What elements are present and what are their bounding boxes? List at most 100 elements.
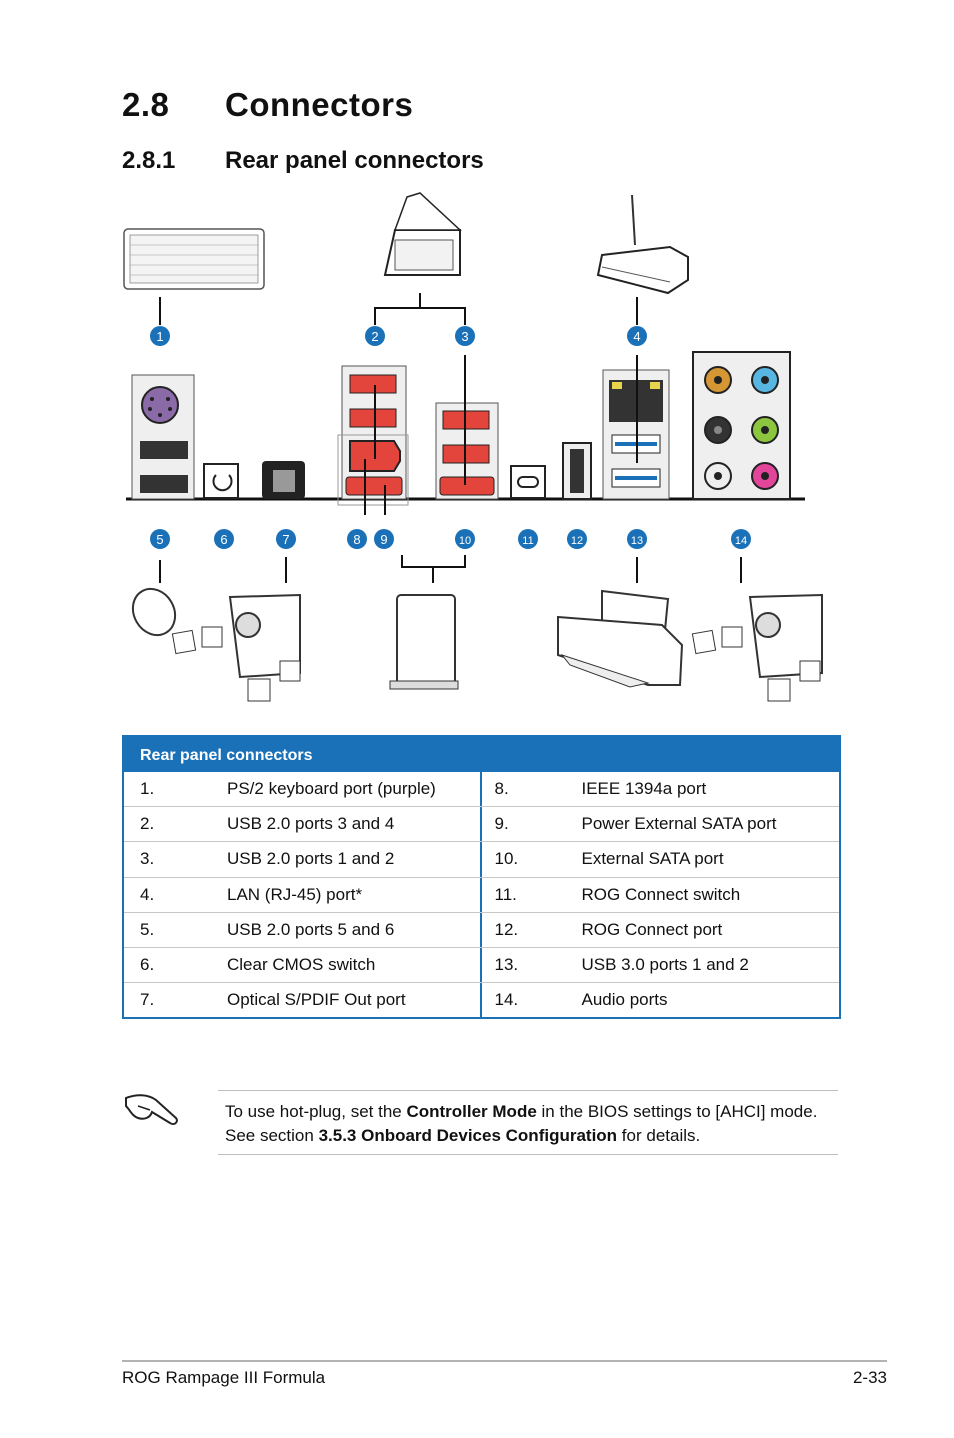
table-row: 6. Clear CMOS switch 13. USB 3.0 ports 1 an… xyxy=(124,946,840,983)
table-cell-left: 6. Clear CMOS switch xyxy=(124,947,482,983)
item-label: USB 3.0 ports 1 and 2 xyxy=(581,954,749,974)
callout-10: 10 xyxy=(459,535,471,547)
keyboard-illustration xyxy=(123,228,265,290)
table-cell-right: 9. Power External SATA port xyxy=(482,807,840,841)
usb-esata-block-2 xyxy=(435,355,499,500)
table-row: 5.USB 2.0 ports 5 and 6 12. ROG Connect po… xyxy=(124,911,840,947)
callout-12: 12 xyxy=(571,535,583,547)
note-line-1: To use hot-plug, set the Controller Mode… xyxy=(225,1102,818,1121)
printer-illustration xyxy=(557,589,684,688)
hot-plug-note: To use hot-plug, set the Controller Mode… xyxy=(225,1100,845,1148)
item-label: Optical S/PDIF Out port xyxy=(227,990,406,1010)
subsection-heading: 2.8.1 Rear panel connectors xyxy=(122,147,484,175)
table-cell-left: 5.USB 2.0 ports 5 and 6 xyxy=(124,912,482,947)
callout-4: 4 xyxy=(633,329,640,344)
callout-5: 5 xyxy=(156,532,163,547)
item-number: 10. xyxy=(494,849,519,869)
item-number: 2. xyxy=(140,814,155,834)
item-label: External SATA port xyxy=(581,849,724,869)
router-illustration xyxy=(596,194,689,295)
table-cell-right: 8. IEEE 1394a port xyxy=(482,772,840,806)
external-drive-illustration xyxy=(383,192,462,276)
pointing-hand-icon xyxy=(125,1094,178,1126)
table-cell-left: 7. Optical S/PDIF Out port xyxy=(124,983,482,1018)
item-label: PS/2 keyboard port (purple) xyxy=(227,779,436,798)
rog-connect-port xyxy=(562,442,592,500)
note-bold-controller-mode: Controller Mode xyxy=(406,1102,537,1121)
rog-connect-switch xyxy=(510,465,546,499)
item-label: Clear CMOS switch xyxy=(227,954,376,974)
callout-14: 14 xyxy=(735,535,747,547)
callout-13: 13 xyxy=(631,535,643,547)
callout-9: 9 xyxy=(380,532,387,547)
callout-8: 8 xyxy=(353,532,360,547)
callout-11: 11 xyxy=(522,535,533,547)
table-cell-right: 11. ROG Connect switch xyxy=(482,878,840,912)
callout-6: 6 xyxy=(220,532,227,547)
item-number: 1. xyxy=(140,779,155,798)
item-number: 6. xyxy=(140,954,155,974)
table-cell-right: 13. USB 3.0 ports 1 and 2 xyxy=(482,948,840,982)
audio-ports-block xyxy=(692,351,791,500)
item-number: 12. xyxy=(494,919,519,939)
item-label: USB 2.0 ports 5 and 6 xyxy=(227,919,395,939)
lan-usb3-block xyxy=(602,355,670,500)
note-top-rule xyxy=(218,1090,838,1091)
note-bottom-rule xyxy=(218,1154,838,1155)
item-label: IEEE 1394a port xyxy=(581,779,707,798)
rear-panel-table: Rear panel connectors 1. PS/2 keyboard po… xyxy=(122,735,841,1020)
callout-7: 7 xyxy=(282,532,289,547)
subsection-number: 2.8.1 xyxy=(122,147,176,174)
item-label: Audio ports xyxy=(581,990,668,1010)
usb-esata-1394-block xyxy=(337,365,409,515)
table-row: 1. PS/2 keyboard port (purple) 8. IEEE 1394… xyxy=(124,772,840,807)
callout-2: 2 xyxy=(371,329,378,344)
item-label: ROG Connect port xyxy=(581,919,723,939)
item-number: 7. xyxy=(140,990,155,1010)
item-label: ROG Connect switch xyxy=(581,884,741,904)
speakers-illustration-left xyxy=(171,593,301,702)
item-label: Power External SATA port xyxy=(581,814,777,834)
section-heading: 2.8 Connectors xyxy=(122,86,413,124)
item-label: USB 2.0 ports 1 and 2 xyxy=(227,849,395,869)
footer-page-number: 2-33 xyxy=(852,1368,887,1387)
ps2-usb-block xyxy=(131,374,195,500)
note-line-2: See section 3.5.3 Onboard Devices Config… xyxy=(225,1126,701,1145)
mouse-illustration xyxy=(131,587,177,637)
table-row: 3. USB 2.0 ports 1 and 2 10. External SATA … xyxy=(124,841,840,877)
item-number: 4. xyxy=(140,884,155,904)
item-number: 14. xyxy=(494,990,519,1010)
table-cell-right: 10. External SATA port xyxy=(482,842,840,876)
table-row: 4. LAN (RJ-45) port* 11. ROG Connect switch xyxy=(124,876,840,912)
note-bold-section-ref: 3.5.3 Onboard Devices Configuration xyxy=(318,1126,618,1145)
subsection-title: Rear panel connectors xyxy=(225,147,484,174)
item-number: 9. xyxy=(494,814,509,834)
callouts-bottom: 5 6 7 8 9 10 11 12 13 14 xyxy=(150,529,751,549)
table-cell-right: 14. Audio ports xyxy=(482,983,840,1017)
table-row: 2. USB 2.0 ports 3 and 4 9. Power External … xyxy=(124,806,840,842)
table-cell-left: 2. USB 2.0 ports 3 and 4 xyxy=(124,807,482,842)
section-number: 2.8 xyxy=(122,86,170,123)
footer-product-name: ROG Rampage III Formula xyxy=(122,1368,326,1387)
table-cell-right: 12. ROG Connect port xyxy=(482,913,840,947)
speakers-illustration-right xyxy=(691,593,823,702)
item-label: LAN (RJ-45) port* xyxy=(227,884,363,904)
table-title: Rear panel connectors xyxy=(124,737,839,772)
callouts-top: 1 2 3 4 xyxy=(150,326,647,346)
table-cell-left: 4. LAN (RJ-45) port* xyxy=(124,877,482,912)
spdif-port xyxy=(262,461,305,499)
item-number: 8. xyxy=(494,779,509,798)
item-label: USB 2.0 ports 3 and 4 xyxy=(227,814,395,834)
item-number: 11. xyxy=(494,884,517,904)
table-cell-left: 3. USB 2.0 ports 1 and 2 xyxy=(124,842,482,877)
item-number: 3. xyxy=(140,849,155,869)
rear-panel-diagram: 1 2 3 4 xyxy=(123,192,823,702)
section-title: Connectors xyxy=(225,86,414,123)
table-cell-left: 1. PS/2 keyboard port (purple) xyxy=(124,772,482,807)
callout-1: 1 xyxy=(156,329,163,344)
footer-rule xyxy=(122,1360,887,1362)
clear-cmos-switch xyxy=(203,463,239,499)
item-number: 13. xyxy=(494,954,519,974)
tower-drive-illustration xyxy=(389,594,459,690)
table-row: 7. Optical S/PDIF Out port 14. Audio ports xyxy=(124,982,840,1018)
